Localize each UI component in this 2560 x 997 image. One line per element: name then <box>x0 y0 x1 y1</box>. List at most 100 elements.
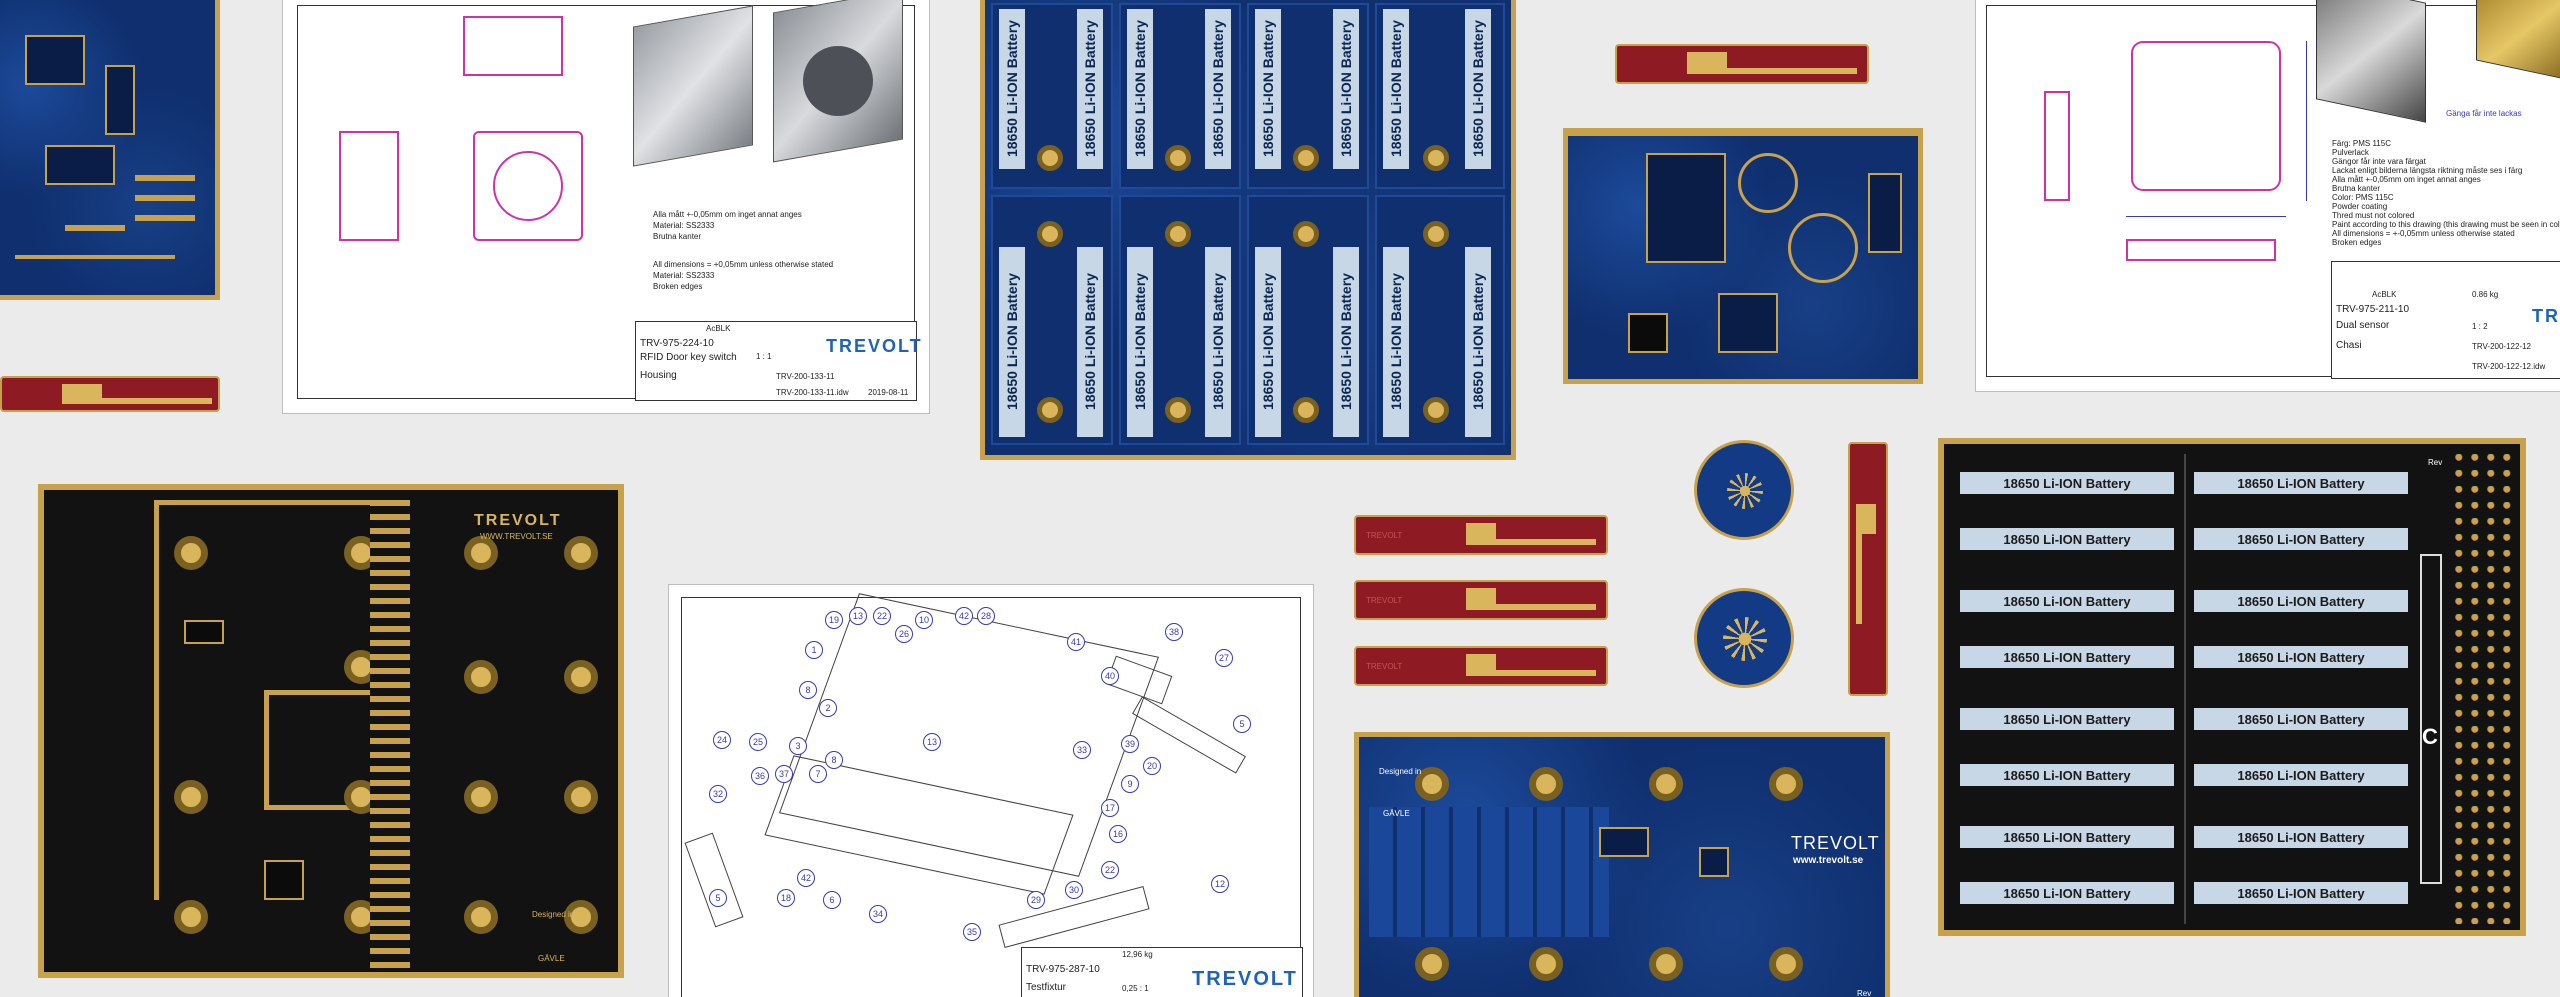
ic-chip <box>184 620 224 644</box>
round-pad-cluster <box>1723 617 1767 661</box>
chassis-view-top <box>2131 41 2281 191</box>
ic-chip <box>1599 827 1649 857</box>
chassis-view-side <box>2044 91 2070 201</box>
solder-pad <box>564 780 598 814</box>
balloon: 3 <box>789 737 807 755</box>
balloon: 6 <box>823 891 841 909</box>
solder-pad <box>1529 947 1563 981</box>
inductor <box>1788 213 1858 283</box>
balloon: 1 <box>805 641 823 659</box>
brand-logo: TREVOLT <box>826 336 923 356</box>
finish: AcBLK <box>2372 290 2397 299</box>
copper-grid <box>1369 807 1609 937</box>
balloon: 20 <box>1143 757 1161 775</box>
housing-3d-render-a <box>633 5 753 167</box>
dimension-line <box>2126 216 2286 217</box>
pcb-red-antenna <box>0 376 220 412</box>
battery-label: 18650 Li-ION Battery <box>1960 708 2174 730</box>
solder-pad <box>1293 221 1319 247</box>
balloon: 42 <box>797 869 815 887</box>
copper-trace <box>1568 133 1918 136</box>
brand-logo: TREVOLT <box>1791 833 1880 853</box>
title: Chasi <box>2336 340 2362 351</box>
balloon: 32 <box>709 785 727 803</box>
weight: 12,96 kg <box>1122 950 1153 959</box>
pcb-round-top <box>1694 440 1794 540</box>
solder-pad <box>1037 397 1063 423</box>
part-number: TRV-975-211-10 <box>2336 304 2410 315</box>
antenna-copper <box>1466 523 1496 545</box>
solder-pad <box>1165 397 1191 423</box>
battery-label: 18650 Li-ION Battery <box>1077 247 1103 437</box>
battery-label: 18650 Li-ION Battery <box>1960 528 2174 550</box>
battery-label: 18650 Li-ION Battery <box>1960 590 2174 612</box>
solder-pad <box>174 536 208 570</box>
balloon: 36 <box>751 767 769 785</box>
part-number: TRV-975-287-10 <box>1026 964 1100 975</box>
solder-pad <box>1415 947 1449 981</box>
battery-label: 18650 Li-ION Battery <box>1383 247 1409 437</box>
housing-view-front <box>473 131 583 241</box>
drawing-number: TRV-200-122-12 <box>2472 342 2531 351</box>
solder-pad <box>1423 145 1449 171</box>
component-area <box>2454 454 2518 924</box>
battery-label: 18650 Li-ION Battery <box>999 9 1025 169</box>
battery-label: 18650 Li-ION Battery <box>1960 472 2174 494</box>
antenna-copper <box>62 384 102 404</box>
brand-logo: TREV <box>2532 306 2560 326</box>
title: Testfixtur <box>1026 982 1067 993</box>
pcb-black-main: TREVOLT WWW.TREVOLT.SE Designed in GÄVLE <box>38 484 624 978</box>
drawing-testfixture: 19 13 22 10 26 42 28 41 1 8 2 40 38 27 3… <box>668 584 1314 997</box>
balloon: 5 <box>1233 715 1251 733</box>
connector-strip <box>2420 554 2442 884</box>
designed-city: GÄVLE <box>1383 809 1410 818</box>
housing-view-side <box>339 131 399 241</box>
battery-cell: 18650 Li-ION Battery 18650 Li-ION Batter… <box>1247 3 1369 189</box>
connector-column <box>370 500 410 970</box>
balloon: 9 <box>1121 775 1139 793</box>
antenna-copper <box>1727 68 1857 74</box>
battery-cell: 18650 Li-ION Battery 18650 Li-ION Batter… <box>1247 195 1369 445</box>
battery-label: 18650 Li-ION Battery <box>2194 646 2408 668</box>
drawing-frame <box>297 5 915 399</box>
battery-label: 18650 Li-ION Battery <box>1383 9 1409 169</box>
solder-pad <box>1769 947 1803 981</box>
battery-label: 18650 Li-ION Battery <box>1465 247 1491 437</box>
chassis-view-bottom <box>2126 239 2276 261</box>
solder-pad <box>564 660 598 694</box>
balloon: 10 <box>915 611 933 629</box>
battery-label: 18650 Li-ION Battery <box>1960 646 2174 668</box>
designed-in: Designed in <box>532 910 575 919</box>
strip-brand: TREVOLT <box>1366 531 1403 540</box>
copper-trace <box>135 195 195 201</box>
pcb-red-antenna-vertical <box>1848 442 1888 696</box>
battery-label: 18650 Li-ION Battery <box>2194 590 2408 612</box>
battery-cell: 18650 Li-ION Battery 18650 Li-ION Batter… <box>1375 195 1505 445</box>
balloon: 16 <box>1109 825 1127 843</box>
drawing-housing: Alla mått +-0,05mm om inget annat anges … <box>282 0 930 414</box>
balloon: 35 <box>963 923 981 941</box>
title: Housing <box>640 370 677 381</box>
balloon: 26 <box>895 625 913 643</box>
solder-pad <box>1423 397 1449 423</box>
ic-chip <box>264 860 304 900</box>
balloon: 22 <box>873 607 891 625</box>
scale: 1 : 2 <box>2472 322 2488 331</box>
solder-pad <box>1037 145 1063 171</box>
copper-trace <box>15 255 175 259</box>
balloon: 5 <box>709 889 727 907</box>
battery-label: 18650 Li-ION Battery <box>1333 9 1359 169</box>
battery-label: 18650 Li-ION Battery <box>1960 882 2174 904</box>
solder-pad <box>1529 767 1563 801</box>
balloon: 37 <box>775 765 793 783</box>
solder-pad <box>1423 221 1449 247</box>
board-mark: C <box>2422 724 2438 749</box>
balloon: 13 <box>849 607 867 625</box>
title-block: AcBLK 0.86 kg TRV-975-211-10 Dual sensor… <box>2331 261 2560 379</box>
battery-label: 18650 Li-ION Battery <box>1077 9 1103 169</box>
date: 2019-08-11 <box>868 388 909 397</box>
round-pad-cluster <box>1727 473 1763 509</box>
copper-trace <box>135 215 195 221</box>
antenna-copper <box>1496 539 1596 545</box>
pcb-red-antenna: TREVOLT <box>1354 580 1608 620</box>
